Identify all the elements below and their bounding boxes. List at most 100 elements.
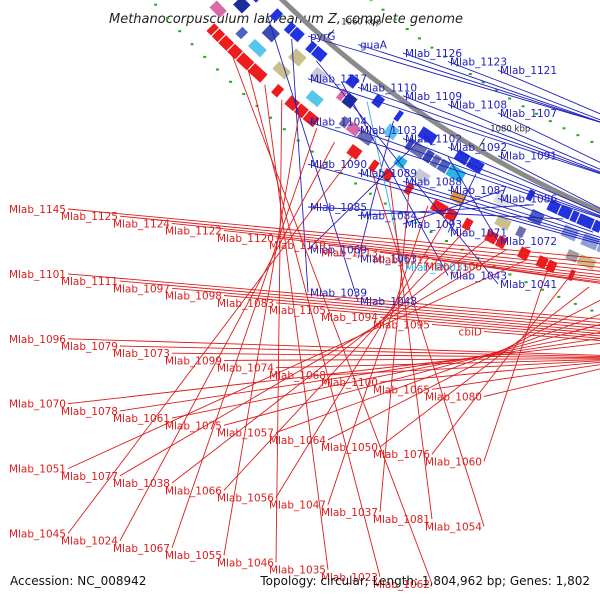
forward-cog-block	[429, 154, 443, 169]
leader-line	[379, 286, 590, 448]
gene-label-mlab-1078: Mlab_1078	[61, 406, 118, 418]
tick-dot	[429, 231, 433, 233]
gene-label-mlab-1123: Mlab_1123	[450, 57, 507, 69]
forward-gene	[253, 0, 259, 3]
tick-label-1060-kbp: 1060 kbp	[341, 18, 381, 28]
gene-label-mlab-r0035: Mlab_R0035	[405, 262, 469, 274]
tick-dot	[154, 3, 158, 6]
forward-cog-block	[261, 24, 280, 43]
leader-line	[370, 168, 485, 527]
leader-line	[171, 287, 600, 327]
reverse-cog-block	[209, 0, 227, 18]
leader-line	[171, 238, 488, 484]
leader-line	[275, 237, 600, 276]
leader-line	[402, 95, 600, 173]
reverse-cog-block	[272, 61, 292, 80]
gene-label-mlab-1079: Mlab_1079	[61, 341, 118, 353]
leader-line	[497, 197, 594, 233]
tick-dot	[325, 161, 329, 164]
gene-label-mlab-1067: Mlab_1067	[113, 543, 170, 555]
tick-dot	[405, 28, 409, 30]
tick-label-1080-kbp: 1080 kbp	[490, 125, 530, 135]
gene-label-mlab-1093: Mlab_1093	[405, 219, 462, 231]
forward-gene	[289, 26, 305, 43]
leader-line	[171, 331, 600, 419]
reverse-gene	[227, 43, 243, 60]
gene-label-mlab-1063: Mlab_1063	[360, 253, 417, 265]
forward-cog-block	[309, 66, 328, 85]
forward-cog-block	[288, 48, 307, 67]
gene-label-mlab-1085: Mlab_1085	[310, 202, 367, 214]
gene-label-mlab-1066: Mlab_1066	[165, 485, 222, 497]
leader-line	[431, 364, 600, 390]
tick-dot	[590, 140, 594, 143]
tick-dot	[368, 192, 372, 195]
gene-label-mlab-1094: Mlab_1094	[321, 312, 378, 324]
gene-label-mlab-1099: Mlab_1099	[165, 355, 222, 367]
tick-dot	[548, 120, 552, 123]
reverse-cog-block	[393, 155, 408, 170]
tick-dot	[576, 134, 580, 137]
tick-dot	[381, 8, 385, 11]
gene-label-mlab-1024: Mlab_1024	[61, 536, 118, 548]
gene-label-mlab-1055: Mlab_1055	[165, 550, 222, 562]
tick-dot	[369, 0, 373, 1]
gene-label-mlab-1112: Mlab_1112	[373, 255, 430, 267]
reverse-gene	[346, 144, 363, 160]
leader-line	[223, 114, 300, 556]
gene-label-mlab-1076: Mlab_1076	[373, 449, 430, 461]
leader-line	[171, 222, 600, 268]
forward-gene	[591, 219, 600, 233]
gene-label-mlab-1117: Mlab_1117	[310, 74, 367, 86]
gene-label-mlab-1091: Mlab_1091	[500, 151, 557, 163]
leader-line	[483, 268, 549, 462]
gene-label-mlab-1039: Mlab_1039	[310, 288, 367, 300]
leader-line	[119, 215, 600, 264]
leader-line	[67, 208, 600, 259]
gene-label-mlab-1083: Mlab_1083	[217, 298, 274, 310]
gene-label-mlab-1098: Mlab_1098	[165, 291, 222, 303]
reverse-gene	[206, 23, 219, 36]
tick-dot	[521, 105, 525, 108]
forward-gene	[310, 45, 328, 63]
leader-line	[357, 86, 600, 174]
gene-label-mlab-1073: Mlab_1073	[113, 348, 170, 360]
forward-gene	[576, 213, 595, 230]
gene-label-mlab-1105: Mlab_1105	[269, 305, 326, 317]
leader-line	[447, 156, 499, 242]
forward-cog-block	[335, 88, 348, 102]
gene-label-mlab-1100: Mlab_1100	[321, 377, 378, 389]
position-ticks: 1160 kbp1140 kbp1120 kbp1100 kbp1080 kbp…	[327, 18, 530, 148]
gene-label-mlab-1086: Mlab_1086	[500, 193, 557, 205]
gene-label-mlab-1037: Mlab_1037	[321, 507, 378, 519]
leader-line	[357, 120, 394, 259]
gene-label-mlab-1043: Mlab_1043	[450, 270, 507, 282]
leader-line	[275, 216, 448, 498]
gene-label-mlab-1056: Mlab_1056	[217, 493, 274, 505]
leader-line	[315, 60, 499, 285]
reverse-cog-block	[338, 116, 351, 129]
tick-dot	[178, 30, 182, 33]
gene-label-mlab-1072: Mlab_1072	[500, 236, 557, 248]
gene-label-mlab-1090: Mlab_1090	[310, 159, 367, 171]
gene-label-mlab-1045: Mlab_1045	[9, 529, 66, 541]
gene-label-mlab-1092: Mlab_1092	[450, 142, 507, 154]
leader-line	[357, 129, 600, 218]
gene-label-mlab-1121: Mlab_1121	[500, 65, 557, 77]
tick-dot	[430, 46, 434, 49]
leader-line	[223, 324, 600, 426]
genome-summary-text: Topology: circular; Length: 1,804,962 bp…	[259, 574, 590, 588]
tick-dot	[468, 73, 472, 75]
leader-line	[223, 295, 600, 329]
forward-gene	[453, 149, 471, 166]
tick-dot	[562, 127, 566, 130]
tick-dot	[494, 89, 498, 92]
forward-gene	[569, 210, 580, 223]
gene-label-mlab-1069: Mlab_1069	[310, 245, 367, 257]
gene-label-mlab-1110: Mlab_1110	[360, 82, 417, 94]
leader-line	[223, 228, 468, 491]
gene-label-mlab-1084: Mlab_1084	[360, 211, 417, 223]
forward-cog-block	[341, 92, 358, 109]
